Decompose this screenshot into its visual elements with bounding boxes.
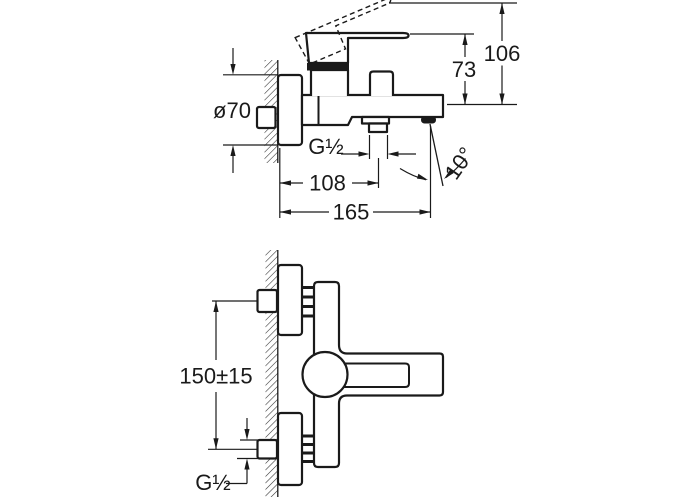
mounting-flange xyxy=(276,73,304,147)
dim-outlet-thread: G½ xyxy=(308,134,416,188)
wall-section-front xyxy=(265,250,279,497)
diverter-knob xyxy=(368,70,395,96)
side-view: ø70 73 106 xyxy=(213,0,521,225)
hose-outlet xyxy=(360,115,391,134)
dim-inlet-spacing: 150±15 xyxy=(179,300,258,450)
label-inlet-thread: G½ xyxy=(195,470,230,495)
mounting-flange-lower xyxy=(276,411,304,487)
dim-lever-height: 73 xyxy=(410,33,476,105)
lever-base-band xyxy=(307,63,349,71)
inlet-connector-upper xyxy=(256,288,279,314)
mounting-flange-upper xyxy=(276,263,304,337)
dim-outlet-depth: 108 xyxy=(279,148,379,218)
label-max-lever-height: 106 xyxy=(484,41,521,66)
dim-total-depth: 165 xyxy=(279,200,431,225)
label-total-depth: 165 xyxy=(333,200,370,225)
lever-handle-raised-dashed xyxy=(294,0,392,65)
aerator xyxy=(421,116,436,124)
eccentric-couplings xyxy=(302,286,315,463)
dim-max-lever-height: 106 xyxy=(389,2,521,106)
cartridge xyxy=(309,68,350,96)
spout-angle-lines xyxy=(429,123,444,218)
label-inlet-spacing: 150±15 xyxy=(179,364,252,389)
faucet-body xyxy=(300,93,445,127)
faucet-body-front xyxy=(312,280,445,469)
spout-inner-contour xyxy=(344,362,410,388)
front-view: 150±15 G½ xyxy=(179,250,445,497)
label-outlet-depth: 108 xyxy=(309,171,346,196)
dim-inlet-thread: G½ xyxy=(195,418,258,495)
inlet-connector xyxy=(255,105,277,130)
dim-spout-angle: 10° xyxy=(399,142,479,184)
label-outlet-thread: G½ xyxy=(308,134,343,159)
label-flange-diameter: ø70 xyxy=(213,98,251,123)
inlet-connector-lower xyxy=(256,438,279,460)
cartridge-housing-circle xyxy=(301,350,349,399)
dim-flange-diameter: ø70 xyxy=(213,48,278,173)
label-lever-height: 73 xyxy=(452,57,476,82)
